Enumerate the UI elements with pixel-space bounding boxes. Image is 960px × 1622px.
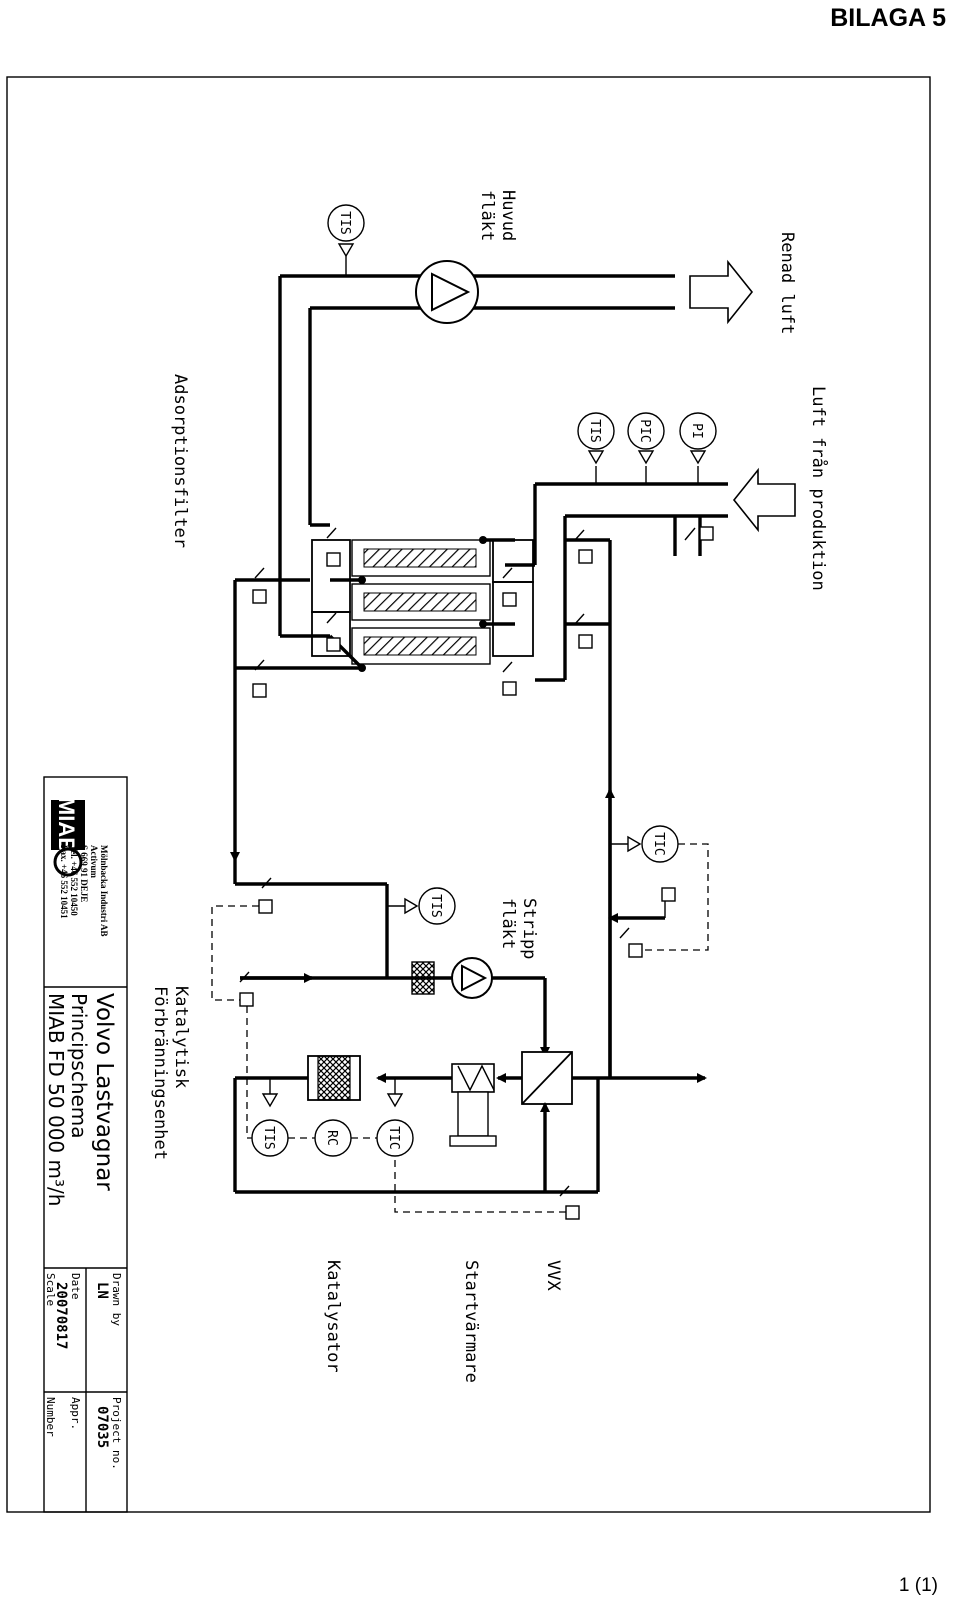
clean-air-label: Renad luft: [777, 232, 797, 334]
legend-catalyst: Katalysator: [323, 1260, 343, 1373]
title-block: MIAB Mölnbacka Industri AB Activum S 669…: [43, 776, 128, 1513]
svg-text:TIS: TIS: [587, 419, 602, 442]
svg-text:fläkt: fläkt: [498, 898, 518, 949]
filter-bed-2: [351, 583, 491, 621]
number-label-visible: Number: [44, 1397, 57, 1437]
drawing-type: Principschema: [67, 993, 91, 1139]
instrument-tis-strip: [418, 887, 456, 925]
svg-text:PIC: PIC: [637, 419, 652, 442]
adsorption-filter-block: [278, 276, 612, 1078]
svg-text:Katalytisk: Katalytisk: [171, 986, 191, 1088]
svg-text:Date: Date: [69, 1273, 82, 1300]
svg-text:S 669 91 DEJE: S 669 91 DEJE: [79, 845, 89, 902]
filter-bed-3: [351, 627, 491, 665]
svg-text:MIAB: MIAB: [54, 797, 79, 853]
instrument-pic-inlet: [627, 412, 665, 450]
svg-text:20070817: 20070817: [53, 1282, 69, 1349]
svg-text:07035: 07035: [94, 1406, 110, 1448]
svg-text:TIC: TIC: [651, 832, 666, 855]
production-air-label: Luft från produktion: [808, 386, 829, 591]
page-title: BILAGA 5: [830, 4, 946, 32]
company-logo: MIAB: [51, 797, 85, 877]
production-air-arrow-icon: [732, 467, 796, 533]
legend-start-heater: Startvärmare: [461, 1260, 481, 1383]
svg-text:Drawn by: Drawn by: [110, 1273, 123, 1326]
svg-text:PI: PI: [689, 423, 704, 439]
main-fan-group: TIS: [280, 204, 675, 324]
instrument-tis-inlet: [577, 412, 615, 450]
svg-text:Project no.: Project no.: [110, 1397, 123, 1470]
svg-text:Förbränningsenhet: Förbränningsenhet: [150, 986, 170, 1160]
svg-text:Appr.: Appr.: [69, 1397, 82, 1430]
svg-text:Activum: Activum: [89, 845, 99, 878]
scale-label-visible: Scale: [44, 1273, 57, 1306]
svg-text:Mölnbacka Industri AB: Mölnbacka Industri AB: [99, 845, 109, 937]
project-title: Volvo Lastvagnar: [91, 993, 117, 1191]
svg-text:LN: LN: [94, 1282, 110, 1299]
filter-bed-1: [351, 539, 491, 577]
svg-text:TIC: TIC: [386, 1126, 401, 1149]
svg-text:Fax. +46 552 10451: Fax. +46 552 10451: [59, 845, 69, 919]
instrument-label: TIS: [337, 211, 352, 234]
model: MIAB FD 50 000 m³/h: [44, 993, 68, 1206]
desorption-loop: TIS Stripp fläkt: [211, 567, 550, 1057]
main-fan-label-1: Huvud: [498, 190, 518, 241]
svg-text:TIS: TIS: [261, 1126, 276, 1149]
instrument-tis-main-fan: [327, 204, 365, 242]
legend-vvx: VVX: [543, 1260, 563, 1291]
clean-air-arrow-icon: [689, 259, 754, 325]
catalytic-unit: TIC TIS RC TIC: [150, 788, 709, 1220]
svg-text:Stripp: Stripp: [519, 898, 539, 959]
page-number: 1 (1): [898, 1575, 938, 1596]
main-fan-label-2: fläkt: [477, 190, 497, 241]
production-air-inlet: TIS PIC PI: [535, 412, 796, 556]
drawing-border: [6, 76, 931, 1513]
instrument-pi-inlet: [679, 412, 717, 450]
svg-text:RC: RC: [324, 1130, 339, 1146]
adsorption-filter-label: Adsorptionsfilter: [170, 374, 190, 548]
svg-text:TIS: TIS: [428, 894, 443, 917]
svg-text:Tel. +46 552 10450: Tel. +46 552 10450: [69, 845, 79, 916]
